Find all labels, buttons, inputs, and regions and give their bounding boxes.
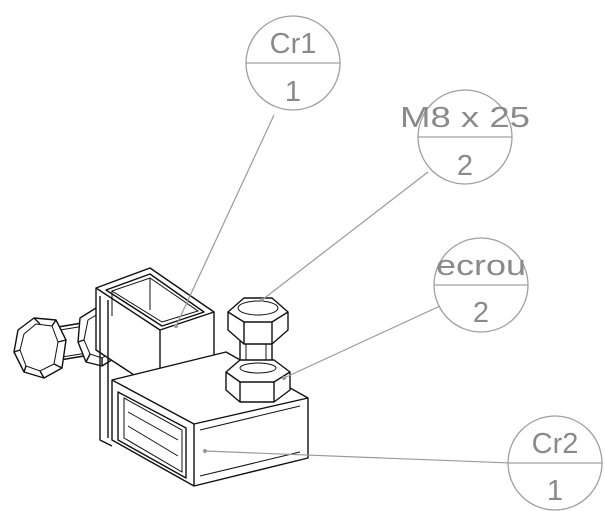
leader-ecrou [283,305,441,379]
leader-m8x25 [261,171,429,301]
leader-cr1-dot [174,324,178,328]
balloon-m8x25-bottom: 2 [457,150,473,182]
balloon-cr2-top: Cr2 [532,428,579,460]
balloon-ecrou-top: ecrou [436,250,526,282]
leader-ecrou-dot [282,376,286,380]
balloon-cr1-bottom: 1 [285,76,301,108]
balloon-cr2: Cr2 1 [507,415,603,511]
leader-m8x25-dot [260,298,264,302]
balloon-m8x25: M8 x 25 2 [400,89,530,185]
balloon-m8x25-top: M8 x 25 [400,102,530,134]
balloon-ecrou-bottom: 2 [473,297,489,329]
leader-lines [174,114,511,464]
leader-cr2 [204,450,511,464]
upright-tube [95,267,215,447]
vertical-bolt [225,297,291,403]
balloon-cr2-bottom: 1 [547,475,563,507]
balloon-cr1: Cr1 1 [245,15,341,111]
assembly-parts [13,267,309,487]
leader-cr2-dot [203,449,207,453]
balloon-cr1-top: Cr1 [270,28,317,60]
balloon-ecrou: ecrou 2 [433,237,529,333]
leader-cr1 [175,114,275,327]
